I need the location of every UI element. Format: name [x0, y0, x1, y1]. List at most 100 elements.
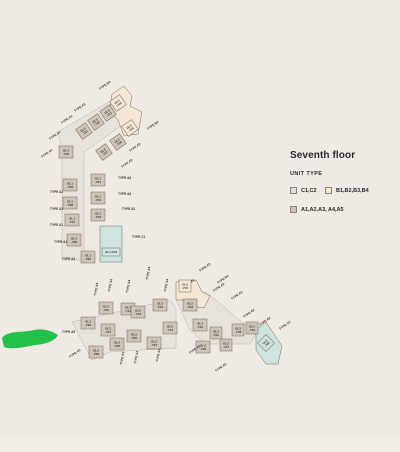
- unit-block[interactable]: GL1-708: [62, 196, 78, 210]
- unit-id-label: -701: [95, 180, 101, 184]
- unit-block[interactable]: GL1-712: [87, 113, 105, 131]
- unit-type-label: TYPE A2: [120, 158, 133, 169]
- unit-type-label: TYPE B2: [146, 120, 159, 131]
- unit-id-label: -714: [167, 328, 173, 332]
- unit-block[interactable]: GL1-715: [121, 119, 139, 137]
- unit-block[interactable]: GL1-716: [109, 133, 127, 151]
- unit-id-label: -710: [63, 152, 69, 156]
- unit-id-label: -709: [67, 185, 73, 189]
- unit-type-label: TYPE A2: [122, 207, 135, 211]
- unit-id-label: -719: [249, 328, 255, 332]
- unit-shape: [99, 104, 117, 122]
- unit-block[interactable]: GL2-707: [100, 323, 116, 337]
- unit-shape: [100, 323, 116, 337]
- unit-block[interactable]: GL1-709: [62, 178, 78, 192]
- unit-id-label: -712: [135, 312, 141, 316]
- unit-block[interactable]: GL2-712: [130, 305, 146, 319]
- legend-swatch-b: [325, 187, 332, 194]
- unit-type-label: TYPE A5: [62, 330, 75, 334]
- unit-block[interactable]: GL1-705: [80, 250, 96, 264]
- unit-id-label: -720: [264, 341, 271, 348]
- unit-id-label: GL2: [249, 324, 255, 328]
- unit-type-label: TYPE A2: [118, 192, 131, 196]
- unit-id-label: GL2: [151, 339, 157, 343]
- unit-block[interactable]: GL2-703: [182, 298, 198, 312]
- unit-shape: [109, 94, 127, 112]
- legend-swatch-c: [290, 187, 297, 194]
- unit-shape: [90, 191, 106, 205]
- unit-id-label: -713: [157, 305, 163, 309]
- unit-id-label: -717: [223, 345, 229, 349]
- unit-id-label: GL2: [135, 308, 141, 312]
- unit-id-label: GL1: [100, 147, 107, 154]
- unit-id-label: GL1: [92, 117, 99, 124]
- unit-shape: [126, 329, 142, 343]
- unit-block[interactable]: GL1-704: [101, 247, 121, 257]
- unit-type-label: TYPE A2: [119, 351, 125, 365]
- unit-shape: [209, 326, 223, 340]
- unit-block[interactable]: GL2-704: [146, 336, 162, 350]
- unit-id-label: -711: [81, 129, 88, 136]
- legend-item-b: B1,B2,B3,B4: [325, 187, 369, 194]
- unit-type-label: TYPE A4: [93, 282, 99, 296]
- unit-type-label: TYPE A5: [68, 348, 81, 359]
- unit-id-label: -710: [103, 308, 109, 312]
- unit-id-label: GL1: [85, 253, 91, 257]
- unit-id-label: GL2: [157, 301, 163, 305]
- unit-block[interactable]: GL1-703: [90, 208, 106, 222]
- unit-shape: [182, 298, 198, 312]
- unit-block[interactable]: GL2-718: [231, 323, 245, 337]
- unit-id-label: GL2: [200, 343, 206, 347]
- unit-id-label: -718: [235, 330, 241, 334]
- unit-block[interactable]: GL2-702: [192, 318, 208, 332]
- unit-block[interactable]: GL2-716: [195, 340, 211, 354]
- unit-id-label: GL2: [93, 348, 99, 352]
- unit-id-label: GL1: [95, 194, 101, 198]
- unit-block[interactable]: GL2-705: [126, 329, 142, 343]
- unit-block[interactable]: GL2-715: [178, 279, 192, 293]
- unit-block[interactable]: GL2-714: [162, 321, 178, 335]
- unit-id-label: -716: [200, 347, 206, 351]
- unit-id-label: -711: [125, 309, 131, 313]
- unit-block[interactable]: GL1-710: [58, 145, 74, 159]
- building-footprints: [2, 85, 283, 365]
- unit-block[interactable]: GL2-717: [219, 338, 233, 352]
- unit-block[interactable]: GL1-717: [95, 143, 113, 161]
- unit-id-label: GL1: [95, 211, 101, 215]
- unit-id-label: GL2: [114, 340, 120, 344]
- unit-type-label: TYPE A1: [50, 190, 63, 194]
- unit-id-label: GL2: [131, 332, 137, 336]
- unit-type-label: TYPE A1: [40, 148, 53, 159]
- unit-id-label: GL2: [213, 329, 219, 333]
- unit-shape: [101, 247, 121, 257]
- unit-id-label: -702: [95, 198, 101, 202]
- unit-type-label: TYPE A1: [48, 130, 61, 141]
- unit-type-label: TYPE A2: [107, 278, 113, 292]
- unit-id-label: -702: [197, 325, 203, 329]
- unit-block[interactable]: GL1-713: [99, 104, 117, 122]
- unit-block[interactable]: GL1-711: [75, 122, 93, 140]
- unit-block[interactable]: GL2-720: [257, 334, 275, 352]
- unit-block[interactable]: GL1-701: [90, 173, 106, 187]
- unit-shape: [195, 340, 211, 354]
- legend-item-c: C1,C2: [290, 187, 317, 194]
- legend-label-b: B1,B2,B3,B4: [336, 187, 369, 194]
- plant-area: [2, 329, 58, 349]
- unit-block[interactable]: GL2-706: [109, 337, 125, 351]
- unit-id-label: -701: [213, 333, 219, 337]
- unit-block[interactable]: GL1-714: [109, 94, 127, 112]
- unit-block[interactable]: GL2-713: [152, 298, 168, 312]
- unit-type-label: TYPE A4: [125, 279, 131, 293]
- legend-label-c: C1,C2: [301, 187, 317, 194]
- unit-block[interactable]: GL1-706: [66, 233, 82, 247]
- unit-block[interactable]: GL1-702: [90, 191, 106, 205]
- unit-type-label: TYPE A1: [73, 102, 86, 113]
- unit-block[interactable]: GL2-710: [98, 301, 114, 315]
- unit-shape: [109, 133, 127, 151]
- unit-id-label: -708: [67, 203, 73, 207]
- unit-block[interactable]: GL2-701: [209, 326, 223, 340]
- unit-block[interactable]: GL1-707: [64, 213, 80, 227]
- unit-block[interactable]: GL2-709: [80, 316, 96, 330]
- unit-block[interactable]: GL2-719: [245, 321, 259, 335]
- unit-block[interactable]: GL2-708: [88, 345, 104, 359]
